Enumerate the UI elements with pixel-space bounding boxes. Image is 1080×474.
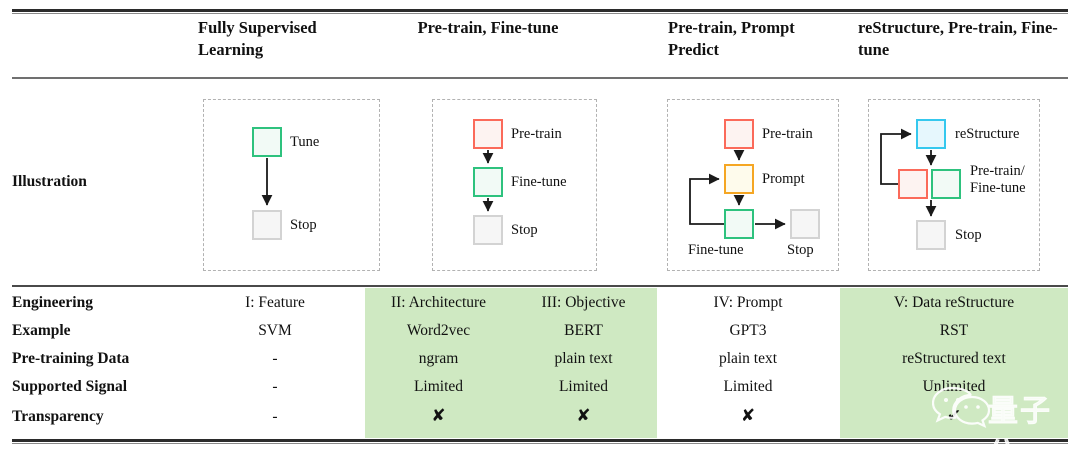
flow-arrows xyxy=(482,150,494,212)
node-label-stop: Stop xyxy=(955,227,982,243)
node-pre-train xyxy=(473,119,503,149)
node-label-stop: Stop xyxy=(787,242,814,258)
cell-example-5: RST xyxy=(939,322,969,339)
node-stop xyxy=(916,220,946,250)
table-middle-rule xyxy=(12,285,1068,287)
cell-transparency-4: ✘ xyxy=(740,406,756,426)
row-label-supported-signal: Supported Signal xyxy=(12,378,128,395)
cell-engineering-1: I: Feature xyxy=(245,294,305,311)
node-label-fine-tune: Fine-tune xyxy=(970,180,1026,196)
node-label-stop: Stop xyxy=(511,222,538,238)
cell-transparency-1: - xyxy=(272,408,278,425)
cell-pre-training-data-1: - xyxy=(272,350,278,367)
node-pre-train xyxy=(724,119,754,149)
node-stop xyxy=(790,209,820,239)
cell-transparency-3: ✘ xyxy=(576,406,591,426)
cell-engineering-2: II: Architecture xyxy=(390,294,487,311)
node-fine-tune xyxy=(931,169,961,199)
row-label-engineering: Engineering xyxy=(12,294,93,311)
table-top-rule xyxy=(12,9,1068,12)
node-label-pre-train: Pre-train/ xyxy=(970,163,1025,179)
cell-example-4: GPT3 xyxy=(729,322,767,339)
wechat-logo-icon xyxy=(931,386,991,428)
table-header-rule xyxy=(12,77,1068,79)
cell-supported-signal-2: Limited xyxy=(413,378,464,395)
cell-pre-training-data-2: ngram xyxy=(418,350,459,367)
column-header-pre-train-fine-tune: Pre-train, Fine-tune xyxy=(417,18,559,37)
cell-engineering-3: III: Objective xyxy=(541,294,626,311)
row-label-pre-training-data: Pre-training Data xyxy=(12,350,130,367)
flow-arrows xyxy=(880,128,937,217)
row-label-transparency: Transparency xyxy=(12,408,104,425)
illustration-panel-fully-supervised-learning: Tune Stop xyxy=(203,99,380,271)
cell-supported-signal-3: Limited xyxy=(558,378,609,395)
cell-pre-training-data-5: reStructured text xyxy=(902,350,1006,367)
cell-example-1: SVM xyxy=(258,322,292,339)
node-label-fine-tune: Fine-tune xyxy=(688,242,744,258)
row-label-illustration: Illustration xyxy=(12,173,87,190)
flow-arrows xyxy=(689,149,786,230)
cell-supported-signal-1: - xyxy=(272,378,278,395)
node-label-prompt: Prompt xyxy=(762,171,805,187)
watermark-text: 量子位 xyxy=(987,393,1052,473)
cell-pre-training-data-4: plain text xyxy=(718,350,778,367)
highlight-band-pre-train-fine-tune xyxy=(365,288,657,438)
cell-pre-training-data-3: plain text xyxy=(554,350,613,367)
node-label-stop: Stop xyxy=(290,217,317,233)
cell-supported-signal-4: Limited xyxy=(723,378,773,395)
row-label-example: Example xyxy=(12,322,71,339)
cell-engineering-4: IV: Prompt xyxy=(713,294,783,311)
column-header-restructure-pre-train-fine-tune: reStructure, Pre-train, Fine-tune xyxy=(858,18,1058,59)
cell-example-3: BERT xyxy=(564,322,603,339)
node-label-restructure: reStructure xyxy=(955,126,1020,142)
column-header-fully-supervised-learning: Fully Supervised Learning xyxy=(198,18,317,59)
node-fine-tune xyxy=(724,209,754,239)
node-label-pre-train: Pre-train xyxy=(511,126,562,142)
node-stop xyxy=(473,215,503,245)
cell-example-2: Word2vec xyxy=(406,322,471,339)
column-header-pre-train-prompt-predict: Pre-train, Prompt Predict xyxy=(668,18,795,59)
node-label-fine-tune: Fine-tune xyxy=(511,174,567,190)
table-bottom-rule xyxy=(12,439,1068,442)
watermark: 量子位 xyxy=(931,384,1080,474)
cell-engineering-5: V: Data reStructure xyxy=(893,294,1015,311)
comparison-table: Fully Supervised Learning Pre-train, Fin… xyxy=(12,9,1080,474)
cell-supported-signal-5: Unlimited xyxy=(922,378,986,395)
illustration-panel-restructure-pre-train-fine-tune: reStructure Pre-train/ Fine-tune Stop xyxy=(868,99,1040,271)
table-bottom-rule-thin xyxy=(12,443,1068,444)
node-label-pre-train: Pre-train xyxy=(762,126,813,142)
illustration-panel-pre-train-prompt-predict: Pre-train Prompt Fine-tune Stop xyxy=(667,99,839,271)
node-label-tune: Tune xyxy=(290,134,320,150)
node-prompt xyxy=(724,164,754,194)
node-fine-tune xyxy=(473,167,503,197)
flow-arrows xyxy=(261,158,273,206)
node-stop xyxy=(252,210,282,240)
node-pre-train xyxy=(898,169,928,199)
cell-transparency-2: ✘ xyxy=(431,406,446,426)
table-top-rule-thin xyxy=(12,13,1068,14)
node-restructure xyxy=(916,119,946,149)
illustration-panel-pre-train-fine-tune: Pre-train Fine-tune Stop xyxy=(432,99,597,271)
node-tune xyxy=(252,127,282,157)
